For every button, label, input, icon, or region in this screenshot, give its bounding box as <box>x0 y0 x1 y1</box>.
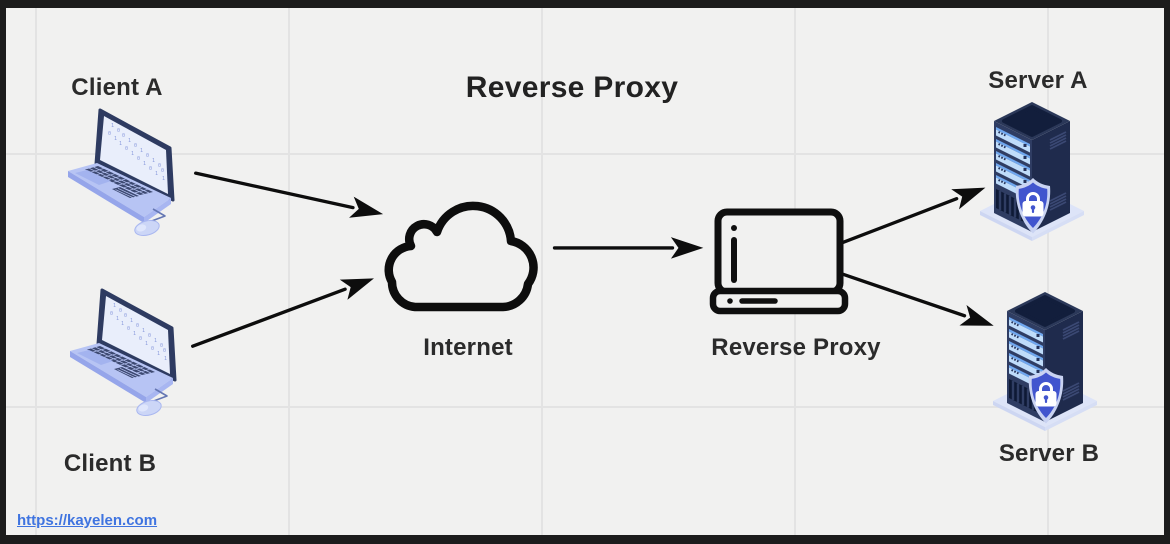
server-a-icon <box>976 94 1088 244</box>
client-b-laptop-icon <box>69 288 181 420</box>
proxy-base <box>709 287 849 315</box>
connection-arrows <box>191 171 994 348</box>
arrow-client-a-to-internet <box>193 171 384 218</box>
arrow-reverse-proxy-to-server-a <box>839 187 986 245</box>
reverse-proxy-label: Reverse Proxy <box>711 334 881 361</box>
reverse-proxy-laptop-icon <box>709 208 849 315</box>
client-a-laptop-icon <box>67 108 179 240</box>
page-title: Reverse Proxy <box>465 71 679 104</box>
client-b-label: Client B <box>63 450 157 477</box>
footer-link[interactable]: https://kayelen.com <box>17 512 158 529</box>
internet-label: Internet <box>423 334 513 361</box>
client-a-label: Client A <box>71 74 163 101</box>
server-b-label: Server B <box>998 440 1100 467</box>
server-a-label: Server A <box>988 67 1088 94</box>
arrow-reverse-proxy-to-server-b <box>838 271 994 326</box>
server-b-icon <box>989 284 1101 434</box>
arrow-client-b-to-internet <box>191 278 374 348</box>
internet-cloud-icon <box>384 201 538 312</box>
